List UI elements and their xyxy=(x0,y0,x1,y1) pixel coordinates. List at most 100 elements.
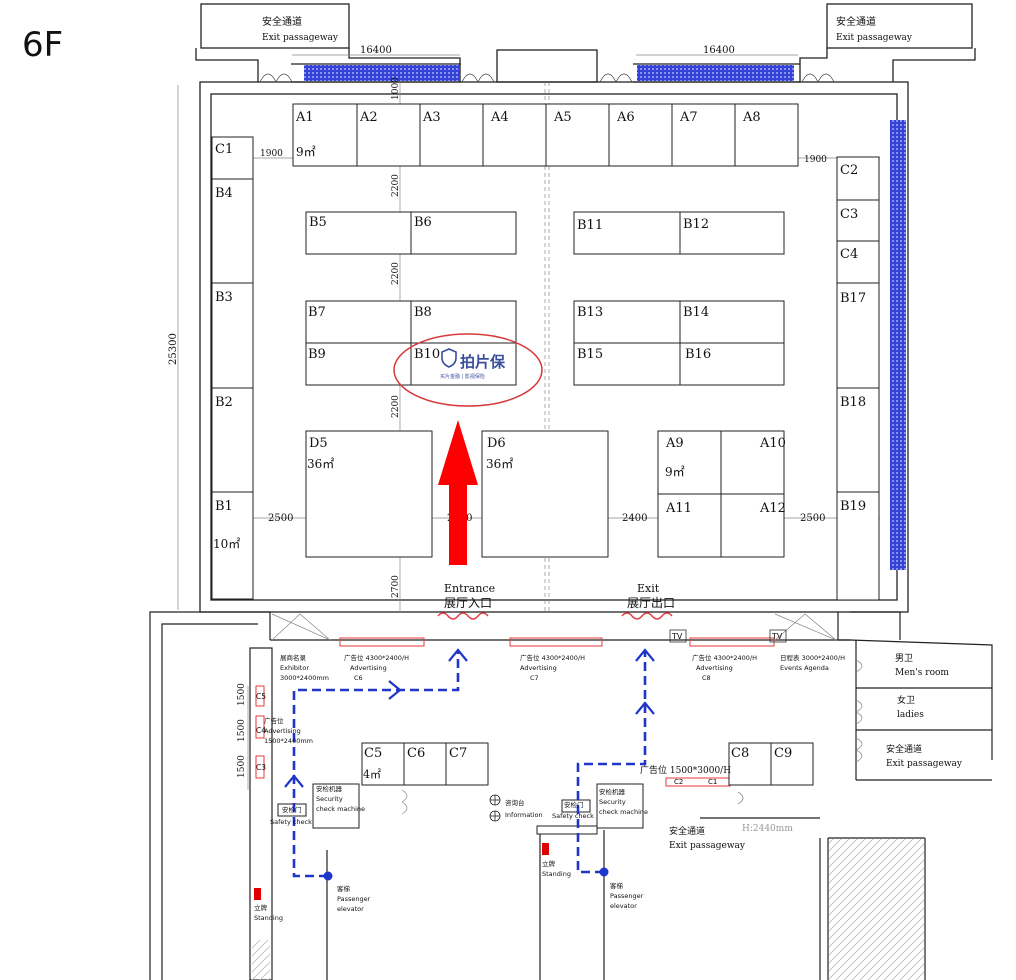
exhibitor-en: Exhibitor xyxy=(280,664,309,672)
booth-A5: A5 xyxy=(553,110,572,125)
exit-cn: 展厅出口 xyxy=(627,596,675,610)
dim-h-2500a: 2500 xyxy=(268,513,293,524)
lobby-booth-C5-area: 4㎡ xyxy=(363,768,381,781)
dim-top-right: 16400 xyxy=(703,45,735,56)
adv-c7-cn: 广告位 4300*2400/H xyxy=(520,653,585,662)
ladies-en: ladies xyxy=(897,710,924,720)
exhibitor-cn: 展商名录 xyxy=(280,653,307,662)
dim-vertical-total: 25300 xyxy=(168,333,179,365)
booth-A3: A3 xyxy=(422,110,441,125)
left-adv-c4: C4 xyxy=(256,726,266,735)
booth-A4: A4 xyxy=(490,110,509,125)
booth-B5: B5 xyxy=(309,215,327,230)
dim-v-2200c: 2200 xyxy=(391,395,401,418)
booth-A8: A8 xyxy=(742,110,761,125)
booth-A9-area: 9㎡ xyxy=(665,465,685,479)
lobby-booth-C9: C9 xyxy=(774,746,792,761)
events-cn: 日程表 3000*2400/H xyxy=(780,653,845,662)
booth-D6-area: 36㎡ xyxy=(486,457,513,471)
elev-right-cn: 客梯 xyxy=(610,881,624,890)
tv-screens xyxy=(669,629,787,643)
elev-left-en2: elevator xyxy=(337,905,364,913)
logo-highlight-circle xyxy=(393,333,543,407)
lobby-booths xyxy=(277,742,814,835)
sec-gate-right-en: Safety check xyxy=(552,812,594,820)
booth-D5-area: 36㎡ xyxy=(307,457,334,471)
logo-tagline: 买片金融 | 影视保险 xyxy=(440,373,485,380)
booth-C1: C1 xyxy=(215,142,233,157)
info-icons xyxy=(489,794,501,822)
tv-1: TV xyxy=(671,632,683,641)
adv-c8-code: C8 xyxy=(702,674,711,682)
booth-A10: A10 xyxy=(759,436,786,451)
sec-machine-right-en: Security xyxy=(599,798,626,806)
window-right xyxy=(890,120,906,570)
booth-B14: B14 xyxy=(683,305,709,320)
small-c1: C1 xyxy=(708,778,717,786)
events-en: Events Agenda xyxy=(780,664,829,672)
booth-B1: B1 xyxy=(215,499,233,514)
route-arrows xyxy=(284,648,655,788)
top-exit-left-cn: 安全通道 xyxy=(262,15,302,28)
adv-right-label: 广告位 1500*3000/H xyxy=(640,764,731,776)
lobby-dim-1500b: 1500 xyxy=(237,719,247,742)
booth-A2: A2 xyxy=(359,110,378,125)
dim-right-1900: 1900 xyxy=(804,155,827,165)
exhibitor-size: 3000*2400mm xyxy=(280,674,329,682)
sec-gate-left-en: Safety check xyxy=(270,818,312,826)
booth-B13: B13 xyxy=(577,305,603,320)
dim-h-2500b: 2500 xyxy=(800,513,825,524)
lobby-booth-labels: C5 4㎡ C6 C7 C8 C9 xyxy=(363,746,792,781)
lobby-booth-C8: C8 xyxy=(731,746,749,761)
exit-bottom-en: Exit passageway xyxy=(669,841,746,851)
shield-icon xyxy=(441,348,457,368)
exit-right-cn: 安全通道 xyxy=(886,743,922,755)
ladies-cn: 女卫 xyxy=(897,694,915,706)
booth-A1-area: 9㎡ xyxy=(296,145,316,159)
logo-name: 拍片保 xyxy=(460,353,506,371)
stair-hatch-left xyxy=(252,940,270,980)
exit-bottom-cn: 安全通道 xyxy=(669,825,705,837)
window-top-right xyxy=(637,65,794,81)
left-adv-cn: 广告位 xyxy=(264,716,284,725)
adv-c8-en: Advertising xyxy=(696,664,733,672)
left-adv-c5: C5 xyxy=(256,692,266,701)
lobby-dim-1500c: 1500 xyxy=(237,755,247,778)
sec-gate-right-cn: 安检门 xyxy=(564,800,584,809)
booth-D6: D6 xyxy=(487,436,506,451)
booth-B11: B11 xyxy=(577,218,603,233)
sec-machine-left-en2: check machine xyxy=(316,805,365,813)
lobby-booth-C6: C6 xyxy=(407,746,425,761)
booth-B18: B18 xyxy=(840,395,866,410)
lobby-booth-C7: C7 xyxy=(449,746,467,761)
mens-cn: 男卫 xyxy=(895,653,913,664)
small-c2: C2 xyxy=(674,778,683,786)
dim-v-2200a: 2200 xyxy=(391,174,401,197)
elev-left-en: Passenger xyxy=(337,895,371,903)
dim-h-2400b: 2400 xyxy=(622,513,647,524)
elev-left-cn: 客梯 xyxy=(337,884,351,893)
sec-gate-left-cn: 安检门 xyxy=(282,805,302,814)
top-door-swings xyxy=(259,73,835,83)
booth-B16: B16 xyxy=(685,347,711,362)
booth-C3: C3 xyxy=(840,207,858,222)
booth-B1-area: 10㎡ xyxy=(213,537,240,551)
hall-walls xyxy=(195,3,976,613)
booth-outlines xyxy=(211,103,880,601)
booth-C4: C4 xyxy=(840,247,858,262)
lobby-room-labels: 男卫 Men's room 女卫 ladies 安全通道 Exit passag… xyxy=(640,653,963,851)
lobby-door-swings xyxy=(271,613,863,815)
elev-right-en2: elevator xyxy=(610,902,637,910)
dim-top-left: 16400 xyxy=(360,45,392,56)
adv-c7-code: C7 xyxy=(530,674,539,682)
adv-c6-en: Advertising xyxy=(350,664,387,672)
lobby-walls xyxy=(149,611,993,980)
booth-A9: A9 xyxy=(665,436,684,451)
top-exit-right-en: Exit passageway xyxy=(836,33,913,43)
booth-B8: B8 xyxy=(414,305,432,320)
hall-doors xyxy=(437,612,673,620)
dim-v-1000a: 1000 xyxy=(391,77,401,100)
booth-A11: A11 xyxy=(665,501,692,516)
